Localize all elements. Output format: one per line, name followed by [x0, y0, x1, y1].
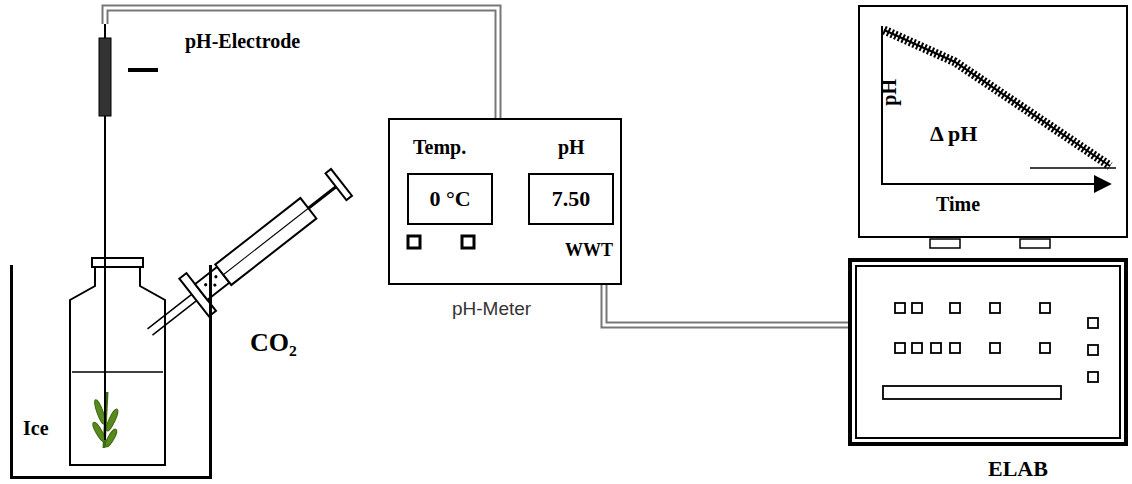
- water-level: [72, 371, 163, 373]
- electrode-body: [99, 38, 111, 116]
- device-box: pH Δ pH Time: [858, 5, 1128, 238]
- gas-label: CO₂: [250, 328, 297, 358]
- node-label: pH-Meter: [452, 298, 531, 320]
- display-panel: 0 °C Temp.: [407, 136, 497, 228]
- node-label: pH: [558, 136, 585, 159]
- node-label: Time: [936, 193, 980, 216]
- graph-x-axis: [882, 183, 1110, 185]
- display-panel: 7.50 pH: [528, 136, 618, 228]
- node-label: Temp.: [413, 136, 466, 159]
- meter-button: [408, 236, 420, 248]
- ph-curve: [884, 30, 1110, 166]
- display-value: 0 °C: [429, 186, 470, 211]
- device-box: ELAB: [848, 258, 1128, 446]
- electrode-pointer: [128, 68, 158, 72]
- lcd-display: 0 °C: [407, 173, 493, 225]
- electrode-cable-core: [105, 8, 498, 118]
- bottle: [70, 266, 165, 465]
- part-label: pH-Electrode: [185, 30, 300, 53]
- electrode-cable: [105, 8, 498, 118]
- ph-curve-band: [884, 30, 1110, 166]
- display-value: 7.50: [552, 186, 591, 211]
- node-label: Ice: [23, 417, 49, 440]
- device-box: Ice: [10, 265, 212, 479]
- monitor-foot: [930, 239, 960, 248]
- node-label: Δ pH: [930, 121, 977, 146]
- lcd-display: 7.50: [528, 173, 614, 225]
- node-label: WWT: [565, 240, 613, 261]
- syringe: [135, 163, 356, 350]
- device-box: WWTpH-Meter0 °CTemp.7.50pH: [388, 118, 622, 285]
- meter-button: [462, 236, 474, 248]
- monitor-foot: [1020, 239, 1050, 248]
- signal-cable-core: [604, 285, 848, 325]
- graph-baseline: [1030, 167, 1116, 169]
- node-label: pH: [878, 79, 901, 106]
- signal-cable: [604, 285, 848, 325]
- bottle-lip: [92, 258, 143, 267]
- elab-buttons: [883, 303, 1098, 399]
- node-label: ELAB: [988, 456, 1048, 481]
